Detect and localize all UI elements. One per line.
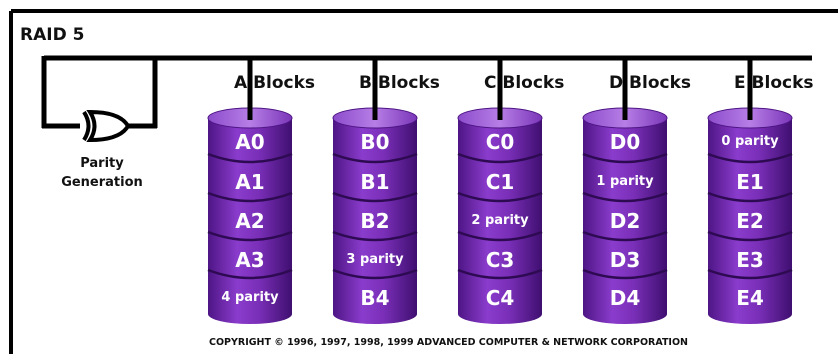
parity-block-label: 3 parity	[346, 252, 404, 267]
data-block-label: A0	[235, 130, 264, 154]
diagram-title: RAID 5	[20, 25, 84, 45]
data-block-label: B4	[360, 286, 389, 310]
column-label: D Blocks	[609, 73, 691, 93]
data-block-label: C3	[486, 248, 515, 272]
data-block-label: B0	[360, 130, 389, 154]
column-label: B Blocks	[359, 73, 440, 93]
data-block-label: E1	[736, 170, 764, 194]
data-block-label: D3	[610, 248, 641, 272]
parity-generation-label-line2: Generation	[61, 175, 143, 190]
data-block-label: D0	[610, 130, 641, 154]
data-block-label: A3	[235, 248, 264, 272]
data-block-label: A2	[235, 209, 264, 233]
column-label: A Blocks	[234, 73, 315, 93]
disk-bottom	[208, 304, 292, 324]
data-block-label: E2	[736, 209, 764, 233]
data-block-label: B1	[360, 170, 389, 194]
copyright-notice: COPYRIGHT © 1996, 1997, 1998, 1999 ADVAN…	[209, 337, 688, 348]
data-block-label: B2	[360, 209, 389, 233]
data-block-label: C4	[486, 286, 515, 310]
data-block-label: C0	[486, 130, 515, 154]
parity-block-label: 2 parity	[471, 213, 529, 228]
parity-block-label: 0 parity	[721, 134, 779, 149]
data-block-label: C1	[486, 170, 515, 194]
parity-block-label: 4 parity	[221, 290, 279, 305]
data-block-label: A1	[235, 170, 264, 194]
data-block-label: E4	[736, 286, 764, 310]
data-block-label: E3	[736, 248, 764, 272]
column-label: E Blocks	[734, 73, 814, 93]
column-label: C Blocks	[484, 73, 564, 93]
parity-generation-label-line1: Parity	[80, 156, 124, 171]
xor-gate-icon	[84, 112, 128, 140]
data-block-label: D4	[610, 286, 641, 310]
parity-block-label: 1 parity	[596, 174, 654, 189]
data-block-label: D2	[610, 209, 641, 233]
